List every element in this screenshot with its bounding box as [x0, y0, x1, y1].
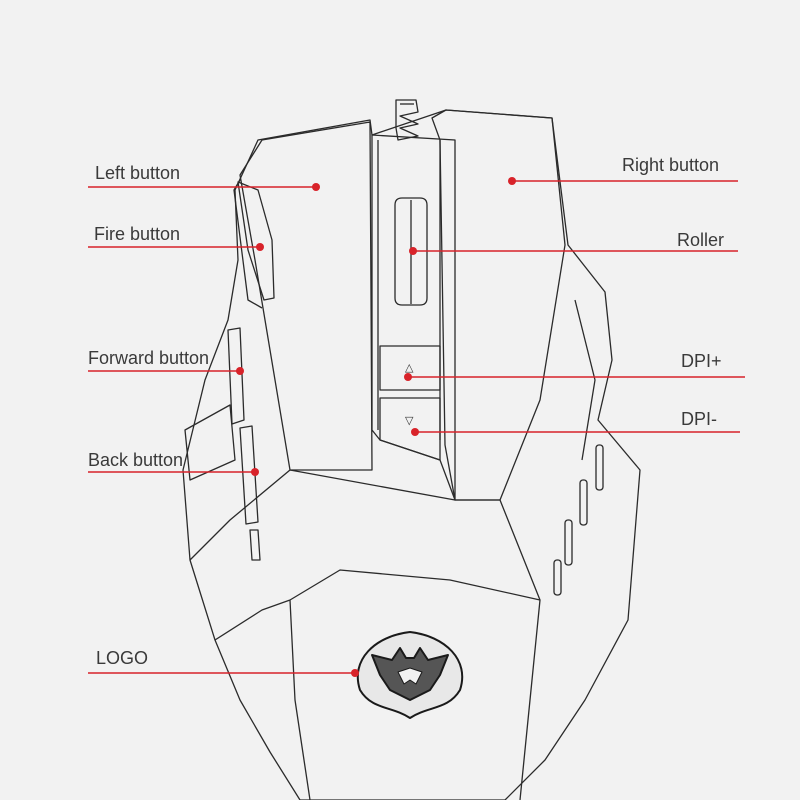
fire-button-shape [237, 181, 275, 301]
label-logo: LOGO [96, 648, 149, 668]
label-dpi-plus: DPI+ [681, 351, 722, 371]
label-left-button: Left button [95, 163, 181, 183]
dpi-down-arrow: ▽ [405, 415, 414, 427]
dpi-minus-button [379, 397, 441, 461]
dot-right-button [508, 177, 516, 185]
dot-fire-button [256, 243, 264, 251]
forward-button-shape [227, 327, 245, 425]
label-fire-button: Fire button [94, 224, 181, 244]
logo-emblem [356, 631, 464, 719]
dot-forward-button [236, 367, 244, 375]
dot-logo [351, 669, 359, 677]
label-roller: Roller [677, 230, 725, 250]
back-button-shape [239, 425, 259, 525]
label-forward-button: Forward button [88, 348, 210, 368]
left-button-shape [239, 121, 373, 471]
dpi-up-arrow: △ [405, 362, 414, 374]
dot-dpi-minus [411, 428, 419, 436]
dpi-plus-button [379, 345, 441, 391]
dot-left-button [312, 183, 320, 191]
dot-roller [409, 247, 417, 255]
scroll-wheel [394, 197, 428, 306]
cable [395, 99, 419, 141]
right-button-shape [431, 109, 566, 501]
dot-back-button [251, 468, 259, 476]
dot-dpi-plus [404, 373, 412, 381]
side-vents [553, 299, 604, 596]
lower-shell [289, 469, 541, 800]
label-back-button: Back button [88, 450, 184, 470]
label-dpi-minus: DPI- [681, 409, 717, 429]
label-right-button: Right button [622, 155, 720, 175]
